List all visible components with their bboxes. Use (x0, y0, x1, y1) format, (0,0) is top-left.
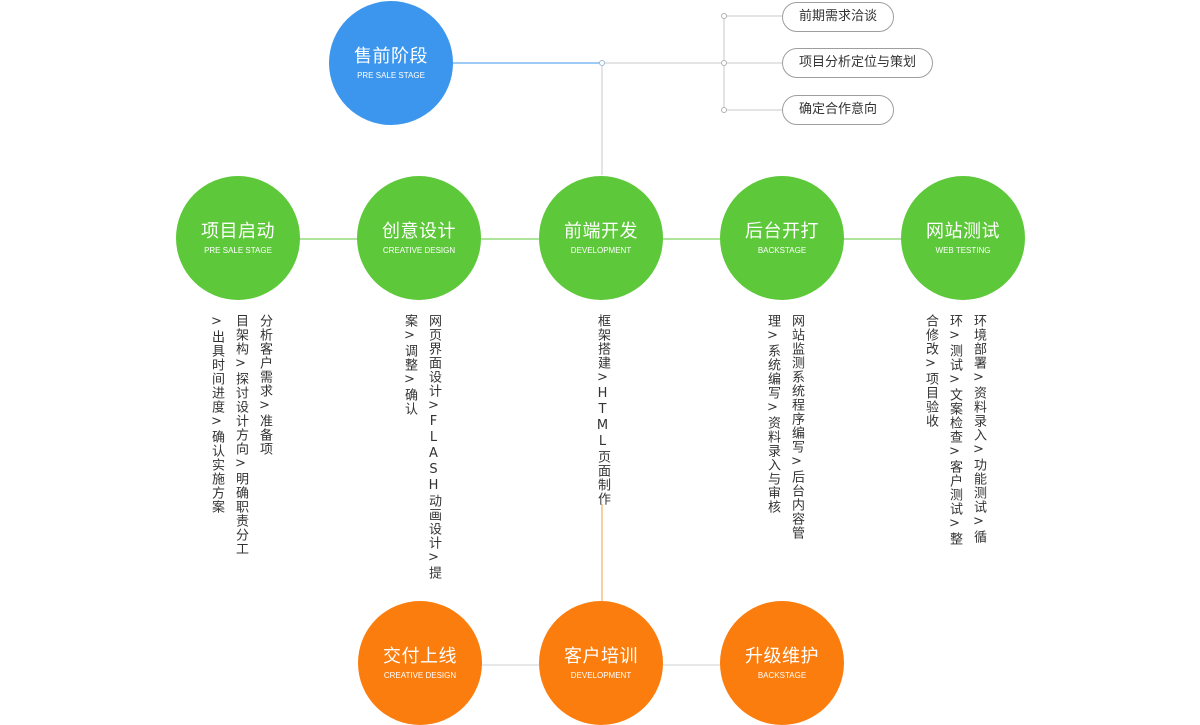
presale-node: 售前阶段 PRE SALE STAGE (329, 1, 453, 125)
final-subtitle: DEVELOPMENT (570, 670, 632, 680)
stage-title: 后台开打 (745, 220, 819, 242)
stage-subtitle: DEVELOPMENT (570, 245, 632, 255)
stage-desc-backend-2: 理>系统编写>资料录入与审核 (765, 314, 780, 514)
final-title: 客户培训 (564, 645, 638, 667)
stage-desc-creative-design-2: 案>调整>确认 (402, 314, 417, 416)
bracket-dot-2 (721, 60, 727, 66)
final-title: 升级维护 (745, 645, 819, 667)
stage-node-project-start: 项目启动 PRE SALE STAGE (176, 176, 300, 300)
stage-desc-web-testing-2: 环>测试>文案检查>客户测试>整 (947, 314, 962, 546)
presale-item-1: 前期需求洽谈 (782, 2, 895, 32)
stage-title: 网站测试 (926, 220, 1000, 242)
presale-subtitle: PRE SALE STAGE (357, 70, 425, 80)
final-node-go-live: 交付上线 CREATIVE DESIGN (358, 601, 482, 725)
stage-node-backend: 后台开打 BACKSTAGE (720, 176, 844, 300)
final-subtitle: BACKSTAGE (757, 670, 807, 680)
final-title: 交付上线 (383, 645, 457, 667)
junction-dot (599, 60, 605, 66)
stage-desc-creative-design-1: 网页界面设计>FLASH动画设计>提 (426, 314, 441, 580)
stage-node-creative-design: 创意设计 CREATIVE DESIGN (357, 176, 481, 300)
stage-title: 项目启动 (201, 220, 275, 242)
stage-subtitle: CREATIVE DESIGN (382, 245, 456, 255)
final-subtitle: CREATIVE DESIGN (383, 670, 457, 680)
stage-subtitle: BACKSTAGE (757, 245, 807, 255)
presale-item-2: 项目分析定位与策划 (782, 48, 934, 78)
bracket-dot-1 (721, 13, 727, 19)
stage-desc-frontend-dev-1: 框架搭建>HTML页面制作 (595, 314, 610, 506)
stage-desc-web-testing-1: 环境部署>资料录入>功能测试>循 (971, 314, 986, 544)
bracket-dot-3 (721, 107, 727, 113)
stage-desc-backend-1: 网站监测系统程序编写>后台内容管 (789, 314, 804, 540)
stage-desc-web-testing-3: 合修改>项目验收 (923, 314, 938, 428)
presale-title: 售前阶段 (354, 45, 428, 67)
stage-desc-project-start-3: >出具时间进度>确认实施方案 (209, 314, 224, 514)
final-node-maintenance: 升级维护 BACKSTAGE (720, 601, 844, 725)
stage-node-web-testing: 网站测试 WEB TESTING (901, 176, 1025, 300)
stage-desc-project-start-2: 目架构>探讨设计方向>明确职责分工 (233, 314, 248, 556)
final-node-training: 客户培训 DEVELOPMENT (539, 601, 663, 725)
stage-subtitle: WEB TESTING (935, 245, 991, 255)
presale-item-3: 确定合作意向 (782, 95, 895, 125)
stage-node-frontend-dev: 前端开发 DEVELOPMENT (539, 176, 663, 300)
stage-desc-project-start-1: 分析客户需求>准备项 (257, 314, 272, 456)
stage-subtitle: PRE SALE STAGE (204, 245, 272, 255)
stage-title: 创意设计 (382, 220, 456, 242)
stage-title: 前端开发 (564, 220, 638, 242)
